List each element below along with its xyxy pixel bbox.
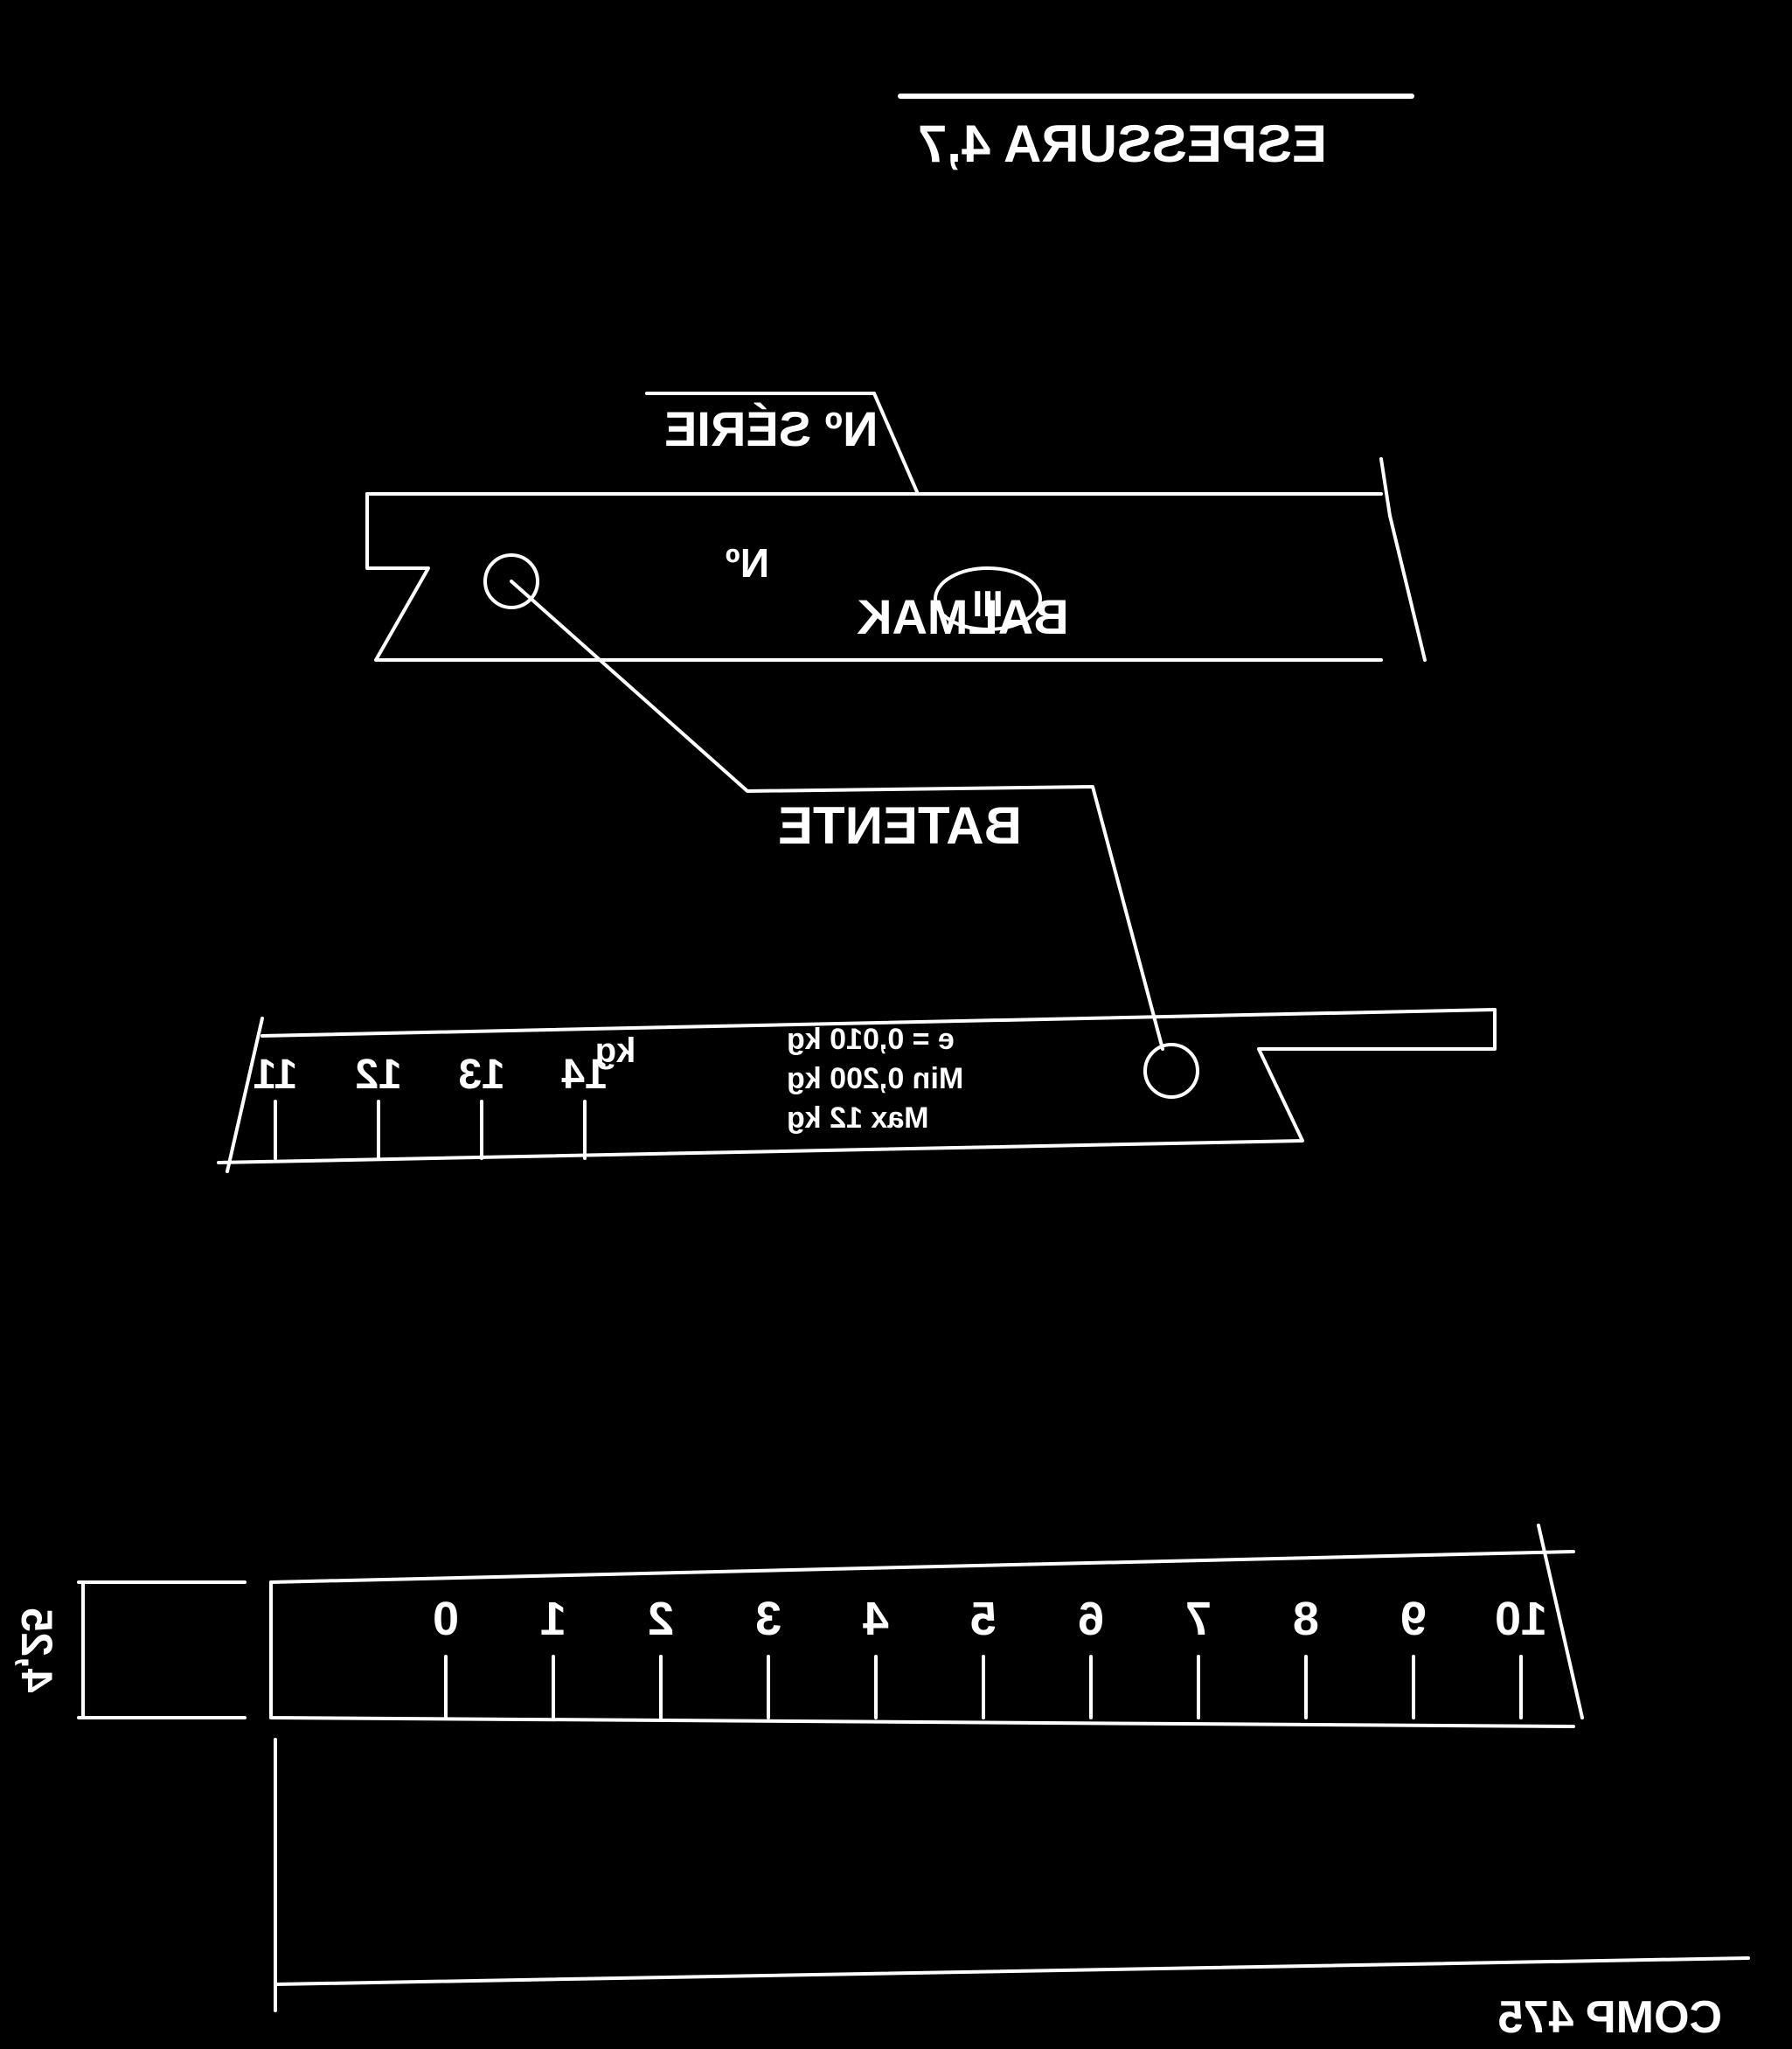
lower-scale-ticks: 0 1 2 3 4 5 6 7 8 9 10 bbox=[433, 1593, 1547, 1719]
upper-scale-tick-label: 14 bbox=[561, 1052, 608, 1098]
lower-scale-tick-label: 9 bbox=[1400, 1593, 1427, 1645]
upper-scale-tick-label: 12 bbox=[355, 1052, 401, 1098]
length-label: COMP 475 bbox=[1498, 1992, 1722, 2043]
thickness-label: ESPESSURA 4,7 bbox=[918, 115, 1327, 173]
upper-scale-tick-label: 13 bbox=[458, 1052, 504, 1098]
upper-bar bbox=[365, 457, 1427, 662]
spec-line: e = 0,010 kg bbox=[787, 1023, 955, 1056]
middle-bar bbox=[217, 1008, 1497, 1173]
height-label: 4,25 bbox=[12, 1608, 61, 1692]
upper-pivot-hole bbox=[483, 553, 539, 609]
lower-scale-tick-label: 8 bbox=[1293, 1593, 1319, 1645]
number-label: Nº bbox=[726, 540, 769, 586]
lower-bar bbox=[269, 1524, 1584, 1728]
lower-scale-tick-label: 1 bbox=[540, 1593, 566, 1645]
height-dimension: 4,25 bbox=[12, 1580, 247, 1719]
model-mark: III bbox=[934, 566, 1042, 631]
spec-line: Min 0,200 kg bbox=[787, 1062, 963, 1095]
lower-scale-tick-label: 0 bbox=[433, 1593, 459, 1645]
serial-callout: Nº SÉRIE bbox=[645, 392, 990, 496]
lower-scale-tick-label: 4 bbox=[863, 1593, 889, 1645]
upper-scale-tick-label: 11 bbox=[254, 1052, 298, 1098]
lower-scale-tick-label: 5 bbox=[970, 1593, 997, 1645]
lower-scale-tick-label: 7 bbox=[1185, 1593, 1212, 1645]
spec-line: Max 12 kg bbox=[787, 1101, 929, 1135]
lower-scale-tick-label: 6 bbox=[1078, 1593, 1104, 1645]
stop-callout: BATENTE bbox=[510, 580, 1164, 1051]
stop-label: BATENTE bbox=[778, 796, 1022, 855]
serial-label: Nº SÉRIE bbox=[664, 401, 879, 456]
middle-pivot-hole bbox=[1143, 1043, 1199, 1099]
lower-scale-tick-label: 10 bbox=[1495, 1593, 1547, 1645]
lower-scale-tick-label: 3 bbox=[755, 1593, 781, 1645]
length-dimension: COMP 475 bbox=[274, 1738, 1750, 2043]
spec-block: e = 0,010 kg Min 0,200 kg Max 12 kg bbox=[787, 1023, 963, 1135]
brand-name: BALMAK bbox=[857, 589, 1069, 644]
lower-scale-tick-label: 2 bbox=[648, 1593, 674, 1645]
svg-text:III: III bbox=[972, 583, 1003, 624]
upper-scale-unit: kg bbox=[595, 1031, 636, 1070]
